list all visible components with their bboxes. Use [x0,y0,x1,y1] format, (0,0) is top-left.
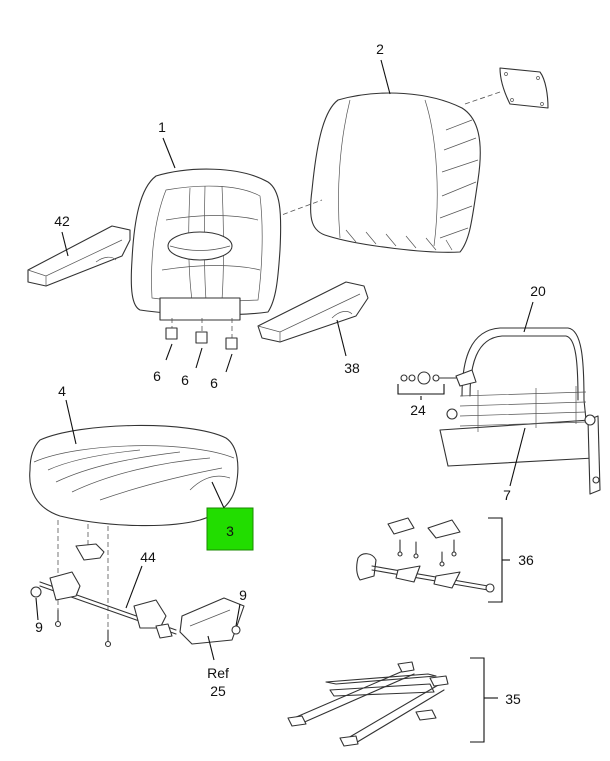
leader-lines [35,59,534,699]
callout-6-middle: 6 [181,372,189,388]
callout-9-left: 9 [35,619,43,635]
seat-back-frame [439,327,601,495]
seat-slide-rails [287,657,485,747]
callout-4: 4 [58,383,66,399]
seat-back-cushion-rear [310,92,481,253]
callout-44: 44 [140,549,156,565]
callout-ref-number: 25 [210,683,226,699]
callout-1: 1 [158,119,166,135]
callout-35: 35 [505,691,521,707]
plate-alignment-line [464,91,501,105]
seat-adjuster-mechanism [356,517,503,603]
callout-6-right: 6 [210,375,218,391]
seat-back-cushion-front [130,168,282,321]
callout-36: 36 [518,552,534,568]
callout-9-right: 9 [239,587,247,603]
callout-3: 3 [226,523,234,539]
seat-cushion [29,424,239,527]
callout-labels: 1 2 42 6 6 6 38 20 24 7 4 44 9 9 Ref 25 … [35,41,546,707]
callout-6-left: 6 [153,368,161,384]
callout-ref-label: Ref [207,665,229,681]
headrest-mounting-plate [499,67,549,109]
callout-38: 38 [344,360,360,376]
callout-42: 42 [54,213,70,229]
cross-shaft-assembly [30,543,245,648]
armrest-left [27,225,131,287]
highlight-box[interactable] [206,507,254,551]
callout-3-highlight[interactable]: 3 [206,507,254,551]
fastener-clips [165,318,238,350]
adjuster-knob-hardware [397,371,457,395]
callout-20: 20 [530,283,546,299]
callout-24: 24 [410,402,426,418]
callout-2: 2 [376,41,384,57]
callout-7: 7 [503,487,511,503]
armrest-right [257,281,369,343]
